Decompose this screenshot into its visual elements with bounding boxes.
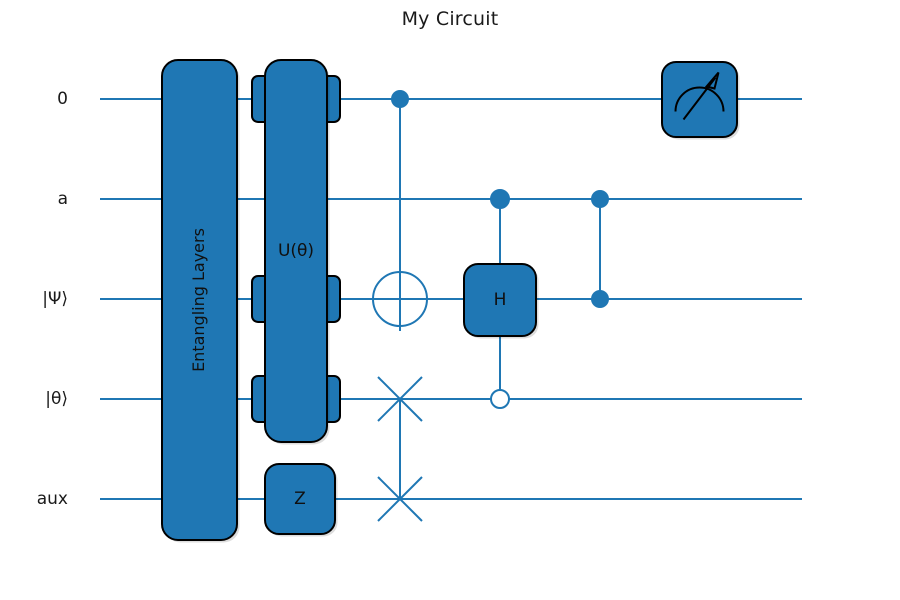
wire-label-3: |θ⟩ (45, 389, 68, 409)
measure-needle-icon (682, 76, 717, 121)
entangling-layers-body[interactable] (161, 59, 238, 541)
page-title: My Circuit (401, 8, 499, 30)
controlled-z-control-dot-1[interactable] (591, 290, 609, 308)
swap-x-1-b (377, 476, 423, 522)
wire-label-group: 0 a |Ψ⟩ |θ⟩ aux (37, 89, 68, 509)
swap-x-0-b (377, 376, 423, 422)
z-gate-body[interactable] (264, 463, 336, 535)
u-theta-label: U(θ) (278, 241, 314, 261)
wire-label-1: a (58, 189, 68, 209)
controlled-hadamard-label: H (494, 290, 507, 310)
u-theta-body[interactable] (264, 59, 328, 443)
wire-label-4: aux (37, 489, 68, 509)
controlled-hadamard-control-dot-0[interactable] (490, 189, 510, 209)
wire-label-2: |Ψ⟩ (42, 289, 68, 309)
measure-arrowhead-icon (704, 71, 720, 90)
entangling-layers-label: Entangling Layers (189, 228, 208, 372)
z-gate-label: Z (294, 489, 306, 509)
controlled-hadamard-body[interactable] (463, 263, 537, 337)
measure-arc-icon (674, 86, 725, 112)
controlled-z-control-dot-0[interactable] (591, 190, 609, 208)
cnot-control-dot[interactable] (391, 90, 409, 108)
controlled-hadamard-anticontrol-dot-1[interactable] (490, 389, 510, 409)
wire-label-0: 0 (57, 89, 68, 109)
gate-group: Entangling Layers U(θ) Z H (161, 59, 740, 543)
